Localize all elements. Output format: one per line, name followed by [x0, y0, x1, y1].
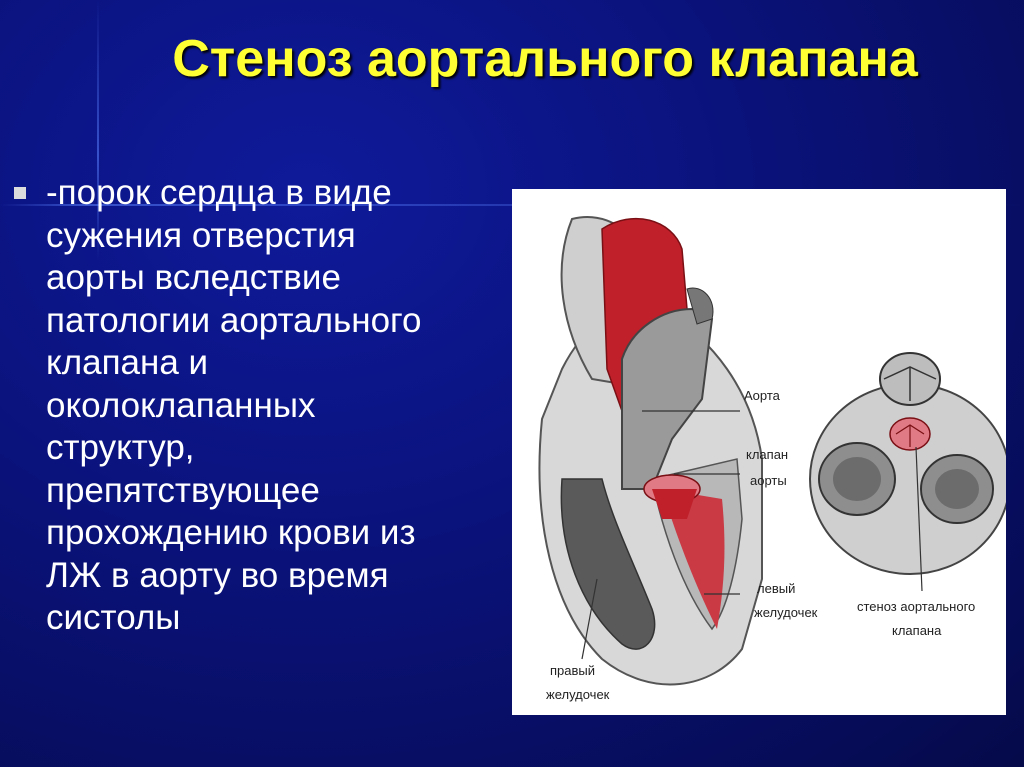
heart-illustration: [538, 216, 1006, 686]
bullet-square-icon: [14, 187, 26, 199]
label-rv-line1: правый: [550, 663, 596, 678]
label-valve-line1: клапан: [746, 447, 789, 462]
label-rv-line2: желудочек: [546, 687, 610, 702]
label-stenosis-line1: стеноз аортального: [857, 599, 976, 614]
decorative-vertical-line: [97, 0, 99, 260]
heart-anatomy-figure: Аорта клапан аорты левый желудочек правы…: [512, 189, 1006, 715]
label-lv-line1: левый: [757, 581, 796, 596]
label-aorta: Аорта: [744, 388, 780, 403]
label-valve-line2: аорты: [750, 473, 787, 488]
definition-text: -порок сердца в виде сужения отверстия а…: [46, 173, 422, 637]
label-lv-line2: желудочек: [754, 605, 818, 620]
label-stenosis-line2: клапана: [892, 623, 942, 638]
slide-title: Стеноз аортального клапана: [172, 30, 918, 88]
